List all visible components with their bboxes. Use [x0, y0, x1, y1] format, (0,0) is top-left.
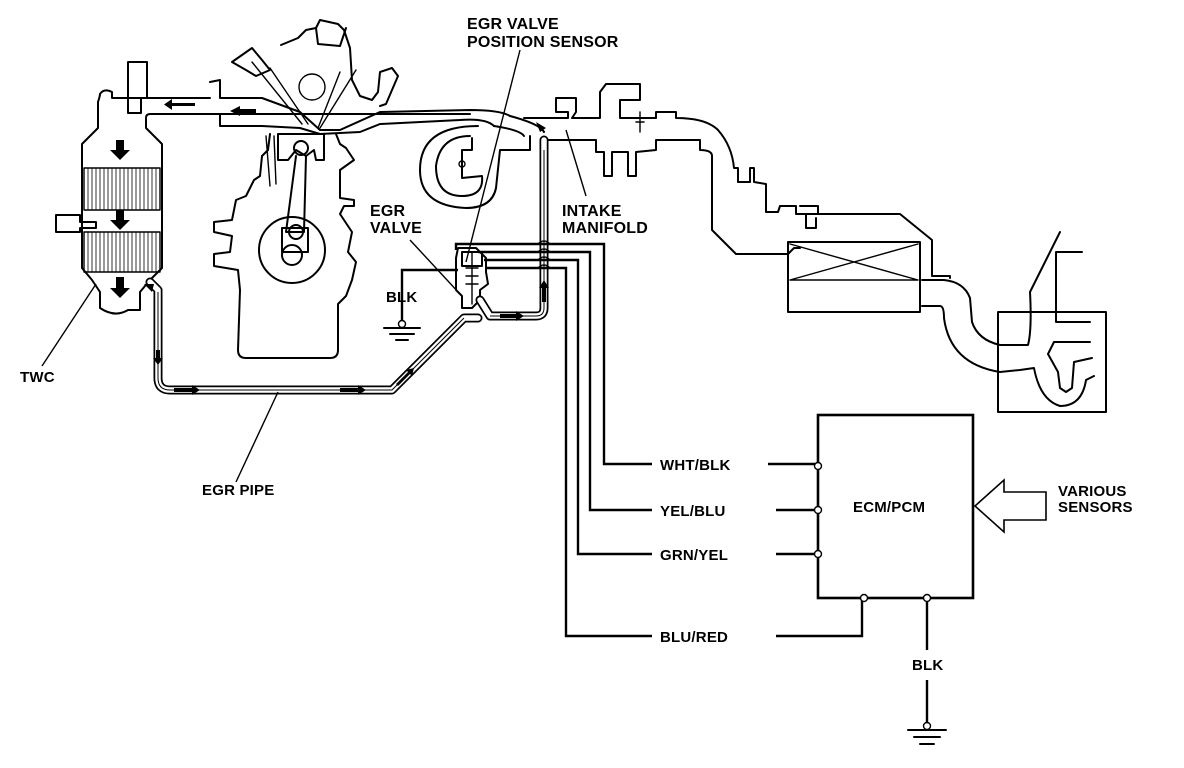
label-egr-valve-position-sensor-line1: EGR VALVE	[467, 16, 559, 33]
ecm-terminal	[922, 593, 932, 603]
ground-terminal	[397, 319, 407, 329]
flow-arrow-down-icon	[110, 277, 130, 298]
crank-pin	[288, 224, 304, 240]
leader-intake-manifold	[565, 129, 587, 197]
twc-inlet-stub	[127, 61, 148, 114]
flow-arrow-left-icon	[164, 98, 195, 110]
ground-symbol-icon	[383, 327, 421, 341]
wire-label-grn-yel: GRN/YEL	[660, 547, 728, 564]
connecting-rod	[285, 155, 307, 233]
flow-arrow-down-icon	[153, 350, 163, 365]
leader-egr-pipe	[235, 391, 279, 483]
egr-ground-wire	[400, 268, 458, 322]
wire-label-blu-red: BLU/RED	[660, 629, 728, 646]
wire-label-wht-blk: WHT/BLK	[660, 457, 731, 474]
label-various-sensors-line2: SENSORS	[1058, 499, 1133, 516]
intake-duct-inner	[1047, 341, 1093, 393]
flow-arrow-up-icon	[536, 122, 546, 132]
label-egr-pipe: EGR PIPE	[202, 482, 274, 499]
flow-arrow-left-icon	[230, 106, 256, 116]
leader-lines	[41, 49, 587, 483]
air-cleaner-housing	[787, 241, 921, 313]
flow-arrow-right-icon	[340, 385, 366, 395]
intake-duct-side	[1055, 251, 1091, 323]
air-filter-element	[789, 243, 919, 281]
twc-top-pipe	[99, 89, 211, 99]
label-egr-valve-line2: VALVE	[370, 220, 422, 237]
piston-pin	[293, 140, 309, 156]
intake-manifold-upper	[523, 83, 951, 279]
cylinder-head-outline	[280, 19, 399, 107]
ecm-terminal	[813, 505, 823, 515]
wire-label-yel-blu: YEL/BLU	[660, 503, 726, 520]
label-twc: TWC	[20, 369, 55, 386]
twc-shell	[81, 93, 471, 315]
egr-loop-outer	[419, 125, 531, 209]
ecm-pcm-module	[813, 413, 1047, 745]
label-various-sensors-line1: VARIOUS	[1058, 483, 1127, 500]
coolant-passage	[265, 135, 277, 187]
intake-snorkel-lower	[921, 305, 1095, 407]
twc-substrate-lower	[83, 231, 161, 273]
flow-arrow-up-icon	[539, 280, 549, 302]
flow-arrow-up-right-icon	[396, 368, 414, 386]
wire-wht-blk	[454, 242, 816, 466]
ecm-box	[816, 413, 975, 600]
manifold-upper-wall	[209, 79, 511, 131]
leader-egr-valve-position-sensor	[465, 49, 521, 263]
twc-side-port	[55, 214, 97, 233]
crankshaft	[281, 244, 303, 266]
flow-arrow-down-icon	[110, 210, 130, 230]
rod-big-end	[281, 227, 309, 253]
exhaust-rocker	[231, 47, 271, 77]
engine-block-outline	[213, 133, 357, 359]
wire-blu-red	[486, 266, 864, 638]
wire-crossover	[537, 240, 551, 269]
intake-manifold	[523, 83, 1107, 413]
egr-recirculation-loop	[419, 115, 546, 209]
vacuum-port	[635, 111, 645, 133]
flow-arrow-icon	[144, 284, 154, 292]
label-egr-ground: BLK	[386, 289, 417, 306]
label-ecm-pcm: ECM/PCM	[853, 499, 925, 516]
twc-substrate-cells	[87, 168, 157, 272]
flow-arrow-right-icon	[174, 385, 200, 395]
valves	[251, 61, 357, 129]
engine	[209, 19, 511, 359]
resonator-box	[997, 311, 1107, 413]
egr-loop-inner	[435, 135, 484, 197]
air-temp-sensor	[799, 205, 819, 229]
flow-arrow-down-icon	[110, 140, 130, 160]
label-intake-manifold-line2: MANIFOLD	[562, 220, 648, 237]
wire-harness	[454, 240, 864, 646]
ground-terminal	[922, 721, 932, 731]
twc-catalytic-converter	[55, 61, 471, 315]
twc-substrate-upper	[83, 167, 161, 211]
egr-pipe	[144, 277, 483, 395]
leader-twc	[41, 283, 97, 367]
cam-cover	[315, 27, 347, 47]
egr-passage	[493, 115, 545, 137]
label-ecm-ground: BLK	[912, 657, 943, 674]
input-arrow-icon	[973, 478, 1047, 534]
label-egr-valve-line1: EGR	[370, 203, 406, 220]
ecm-terminal	[859, 593, 869, 603]
manifold-lower-wall	[209, 113, 495, 135]
label-egr-valve-position-sensor-line2: POSITION SENSOR	[467, 34, 619, 51]
flow-arrow-right-icon	[500, 311, 524, 321]
ecm-terminal	[813, 461, 823, 471]
ecm-terminal	[813, 549, 823, 559]
intake-snorkel-upper	[921, 231, 1061, 346]
ground-symbol-icon	[907, 729, 947, 745]
leader-egr-valve	[409, 239, 461, 295]
egr-valve	[383, 135, 549, 341]
egr-loop-node	[458, 160, 466, 168]
piston	[277, 133, 325, 161]
egr-valve-stem	[465, 251, 479, 305]
crank-throw-circle	[258, 216, 326, 284]
label-intake-manifold-line1: INTAKE	[562, 203, 622, 220]
camshaft	[298, 73, 326, 101]
intake-manifold-lower	[543, 139, 801, 255]
